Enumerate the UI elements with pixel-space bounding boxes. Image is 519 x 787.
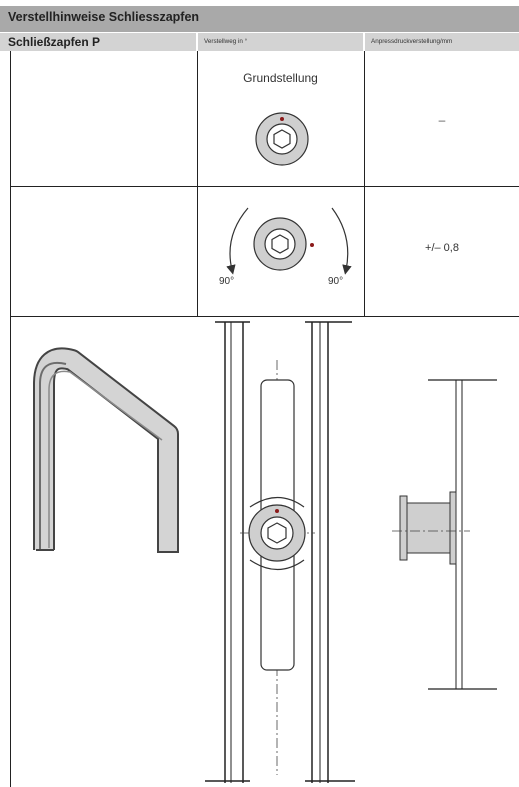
pin-side-view-drawing [392, 379, 497, 690]
basic-position-caption: Grundstellung [243, 71, 318, 85]
header-cell-pressure-adjustment: Anpressdruckverstellung/mm [365, 33, 519, 51]
header-cell-part: Schließzapfen P [0, 33, 196, 51]
header-part-label: Schließzapfen P [8, 35, 101, 49]
row1-pressure-value: – [438, 113, 446, 127]
grid-line-row2-bottom [10, 316, 519, 317]
grid-line-col2 [197, 51, 198, 316]
rotate-ccw-arrow-icon [226, 207, 249, 275]
header-pressure-adjustment-label: Anpressdruckverstellung/mm [371, 38, 453, 45]
header-cell-adjustment-angle: Verstellweg in ° [198, 33, 363, 51]
grid-line-row1-bottom [10, 186, 519, 187]
pin-rotated-icon [253, 217, 314, 271]
header-adjustment-angle-label: Verstellweg in ° [204, 38, 248, 45]
grid-line-col3 [364, 51, 365, 316]
page-title: Verstellhinweise Schliesszapfen [8, 10, 200, 24]
bent-pin-drawing [33, 347, 179, 553]
grid-line-left [10, 51, 11, 787]
rotate-cw-arrow-icon [331, 207, 352, 275]
right-degree-label: 90° [328, 276, 344, 287]
pin-basic-position-icon [255, 112, 309, 166]
row2-pressure-value: +/– 0,8 [425, 242, 459, 254]
strike-plate-front-drawing [205, 321, 355, 783]
title-bar: Verstellhinweise Schliesszapfen [0, 6, 519, 32]
left-degree-label: 90° [219, 276, 235, 287]
